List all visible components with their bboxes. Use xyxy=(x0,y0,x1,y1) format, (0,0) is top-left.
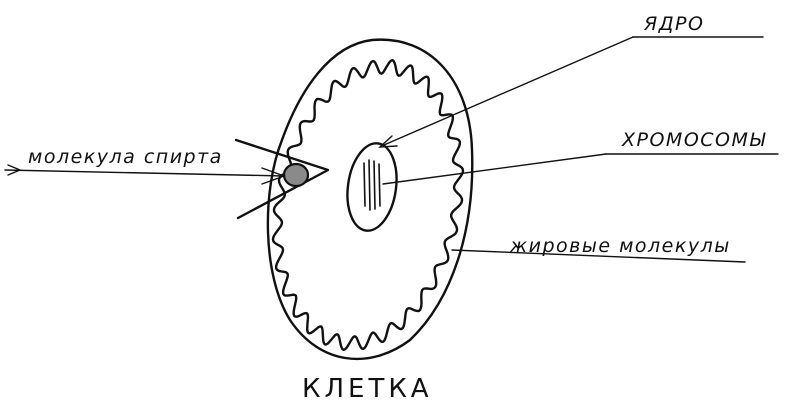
arrowhead-icon xyxy=(261,167,287,185)
arrowhead-icon xyxy=(7,164,22,176)
label-nucleus: ЯДРО xyxy=(643,13,704,35)
nucleus-pointer xyxy=(378,36,764,148)
chromosomes xyxy=(363,159,381,211)
cell-nucleus xyxy=(346,142,398,232)
membrane-channel-wedge xyxy=(234,138,330,220)
alcohol-molecule-dot xyxy=(282,162,310,188)
diagram-title: КЛЕТКА xyxy=(302,374,433,404)
chromosomes-pointer xyxy=(382,153,779,185)
label-fat-molecules: жировые молекулы xyxy=(509,235,731,257)
alcohol-molecule-leader-line xyxy=(4,169,285,177)
fat-molecule-layer xyxy=(271,59,465,351)
label-chromosomes: ХРОМОСОМЫ xyxy=(621,129,766,151)
cell-outer-membrane xyxy=(266,38,474,360)
label-alcohol-molecule: молекула спирта xyxy=(28,146,223,168)
fat-molecules-pointer xyxy=(451,249,746,263)
